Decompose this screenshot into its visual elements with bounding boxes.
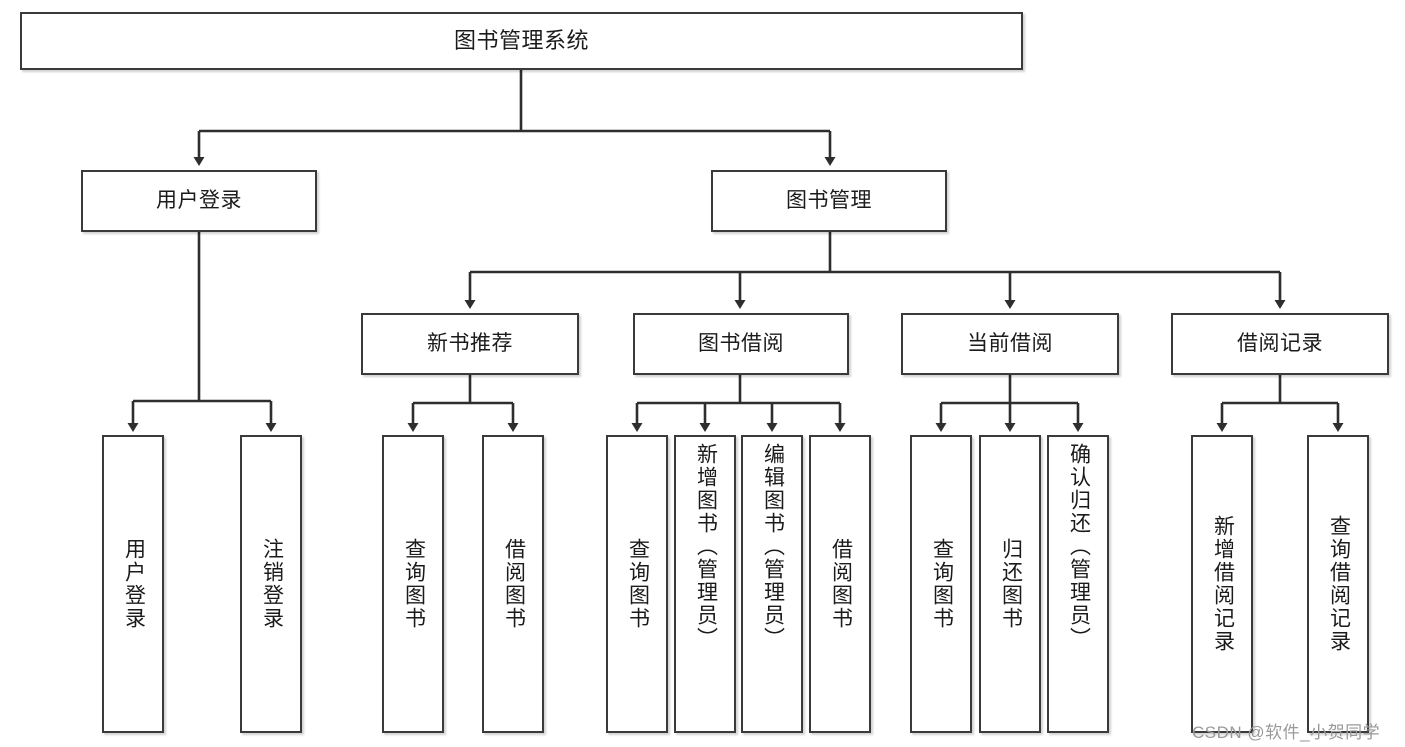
node-user-login[interactable]: 用户登录 <box>81 170 317 232</box>
leaf-confirm-return-admin[interactable]: 确认归还（管理员） <box>1047 435 1109 733</box>
node-label: 归还图书 <box>999 538 1023 630</box>
node-label: 新书推荐 <box>427 331 513 355</box>
node-label: 查询图书 <box>402 538 426 630</box>
node-label: 当前借阅 <box>967 331 1053 355</box>
node-new-book-recommend[interactable]: 新书推荐 <box>361 313 579 375</box>
leaf-query-book-borrow[interactable]: 查询图书 <box>606 435 668 733</box>
node-label: 图书管理 <box>786 188 872 212</box>
node-book-borrow[interactable]: 图书借阅 <box>633 313 849 375</box>
node-label: 查询借阅记录 <box>1327 515 1351 653</box>
node-label: 用户登录 <box>156 188 242 212</box>
node-label: 注销登录 <box>260 538 284 630</box>
node-label: 新增图书（管理员） <box>694 443 718 650</box>
leaf-query-borrow-record[interactable]: 查询借阅记录 <box>1307 435 1369 733</box>
node-label: 编辑图书（管理员） <box>761 443 785 650</box>
leaf-add-book-admin[interactable]: 新增图书（管理员） <box>674 435 736 733</box>
node-label: 确认归还（管理员） <box>1067 443 1091 650</box>
leaf-edit-book-admin[interactable]: 编辑图书（管理员） <box>741 435 803 733</box>
node-current-borrow[interactable]: 当前借阅 <box>901 313 1119 375</box>
node-label: 借阅图书 <box>829 538 853 630</box>
node-label: 查询图书 <box>930 538 954 630</box>
leaf-query-book-current[interactable]: 查询图书 <box>910 435 972 733</box>
node-label: 图书借阅 <box>698 331 784 355</box>
node-label: 新增借阅记录 <box>1211 515 1235 653</box>
node-label: 借阅图书 <box>502 538 526 630</box>
leaf-add-borrow-record[interactable]: 新增借阅记录 <box>1191 435 1253 733</box>
node-book-management[interactable]: 图书管理 <box>711 170 947 232</box>
node-borrow-records[interactable]: 借阅记录 <box>1171 313 1389 375</box>
node-label: 用户登录 <box>122 538 146 630</box>
node-label: 查询图书 <box>626 538 650 630</box>
node-label: 图书管理系统 <box>453 28 589 54</box>
leaf-return-book[interactable]: 归还图书 <box>979 435 1041 733</box>
leaf-borrow-book[interactable]: 借阅图书 <box>809 435 871 733</box>
leaf-query-book-newbook[interactable]: 查询图书 <box>382 435 444 733</box>
leaf-borrow-book-newbook[interactable]: 借阅图书 <box>482 435 544 733</box>
leaf-user-login[interactable]: 用户登录 <box>102 435 164 733</box>
csdn-watermark: CSDN @软件_小贺同学 <box>1192 723 1381 742</box>
node-root[interactable]: 图书管理系统 <box>20 12 1023 70</box>
leaf-user-logout[interactable]: 注销登录 <box>240 435 302 733</box>
node-label: 借阅记录 <box>1237 331 1323 355</box>
